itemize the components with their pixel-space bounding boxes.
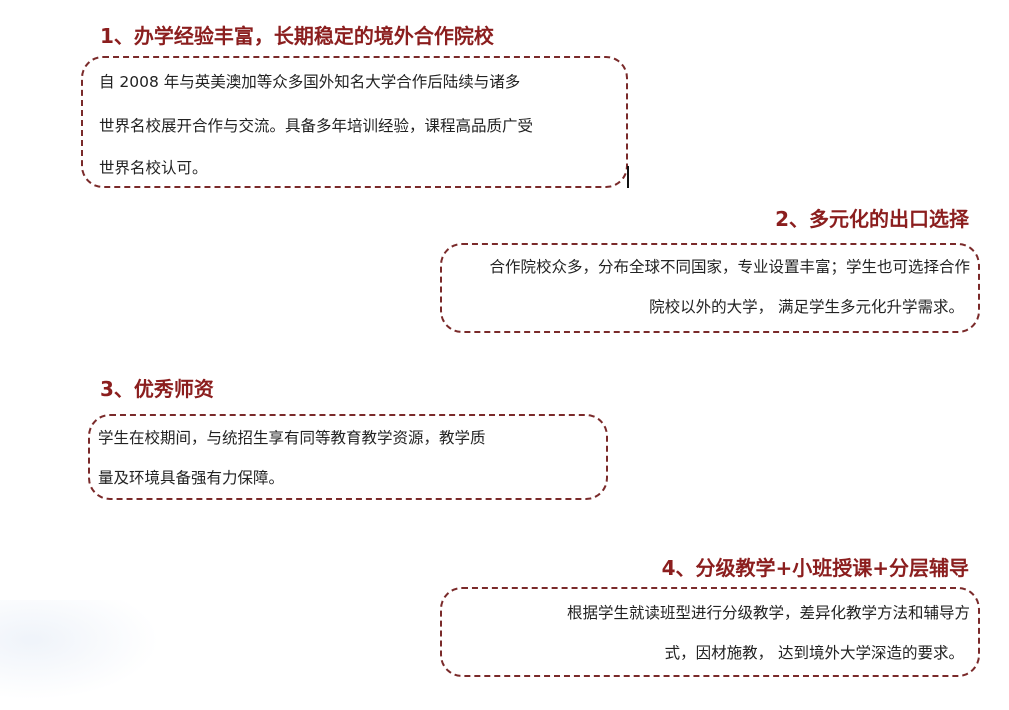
section-1-box[interactable]: 自 2008 年与英美澳加等众多国外知名大学合作后陆续与诸多 世界名校展开合作与… <box>81 56 628 188</box>
section-2-line-1: 合作院校众多，分布全球不同国家，专业设置丰富；学生也可选择合作 <box>489 258 970 276</box>
section-1-line-1: 自 2008 年与英美澳加等众多国外知名大学合作后陆续与诸多 <box>99 73 521 91</box>
section-1-line-3: 世界名校认可。 <box>99 159 208 177</box>
section-2-line-2: 院校以外的大学， 满足学生多元化升学需求。 <box>649 298 964 316</box>
section-1-heading: 1、办学经验丰富，长期稳定的境外合作院校 <box>100 24 494 48</box>
section-3-line-1: 学生在校期间，与统招生享有同等教育教学资源，教学质 <box>98 429 486 447</box>
text-cursor <box>627 166 629 188</box>
faded-background-graphic <box>0 600 160 700</box>
section-4-heading: 4、分级教学+小班授课+分层辅导 <box>661 556 969 580</box>
section-1-line-2: 世界名校展开合作与交流。具备多年培训经验，课程高品质广受 <box>99 117 534 135</box>
section-2-box[interactable]: 合作院校众多，分布全球不同国家，专业设置丰富；学生也可选择合作 院校以外的大学，… <box>440 243 980 333</box>
section-4-line-1: 根据学生就读班型进行分级教学，差异化教学方法和辅导方 <box>566 604 970 622</box>
section-2-heading: 2、多元化的出口选择 <box>775 207 969 231</box>
section-3-heading: 3、优秀师资 <box>100 377 214 401</box>
section-3-line-2: 量及环境具备强有力保障。 <box>98 469 285 487</box>
section-3-box[interactable]: 学生在校期间，与统招生享有同等教育教学资源，教学质 量及环境具备强有力保障。 <box>88 414 608 500</box>
section-4-box[interactable]: 根据学生就读班型进行分级教学，差异化教学方法和辅导方 式，因材施教， 达到境外大… <box>440 587 980 677</box>
section-4-line-2: 式，因材施教， 达到境外大学深造的要求。 <box>664 644 964 662</box>
